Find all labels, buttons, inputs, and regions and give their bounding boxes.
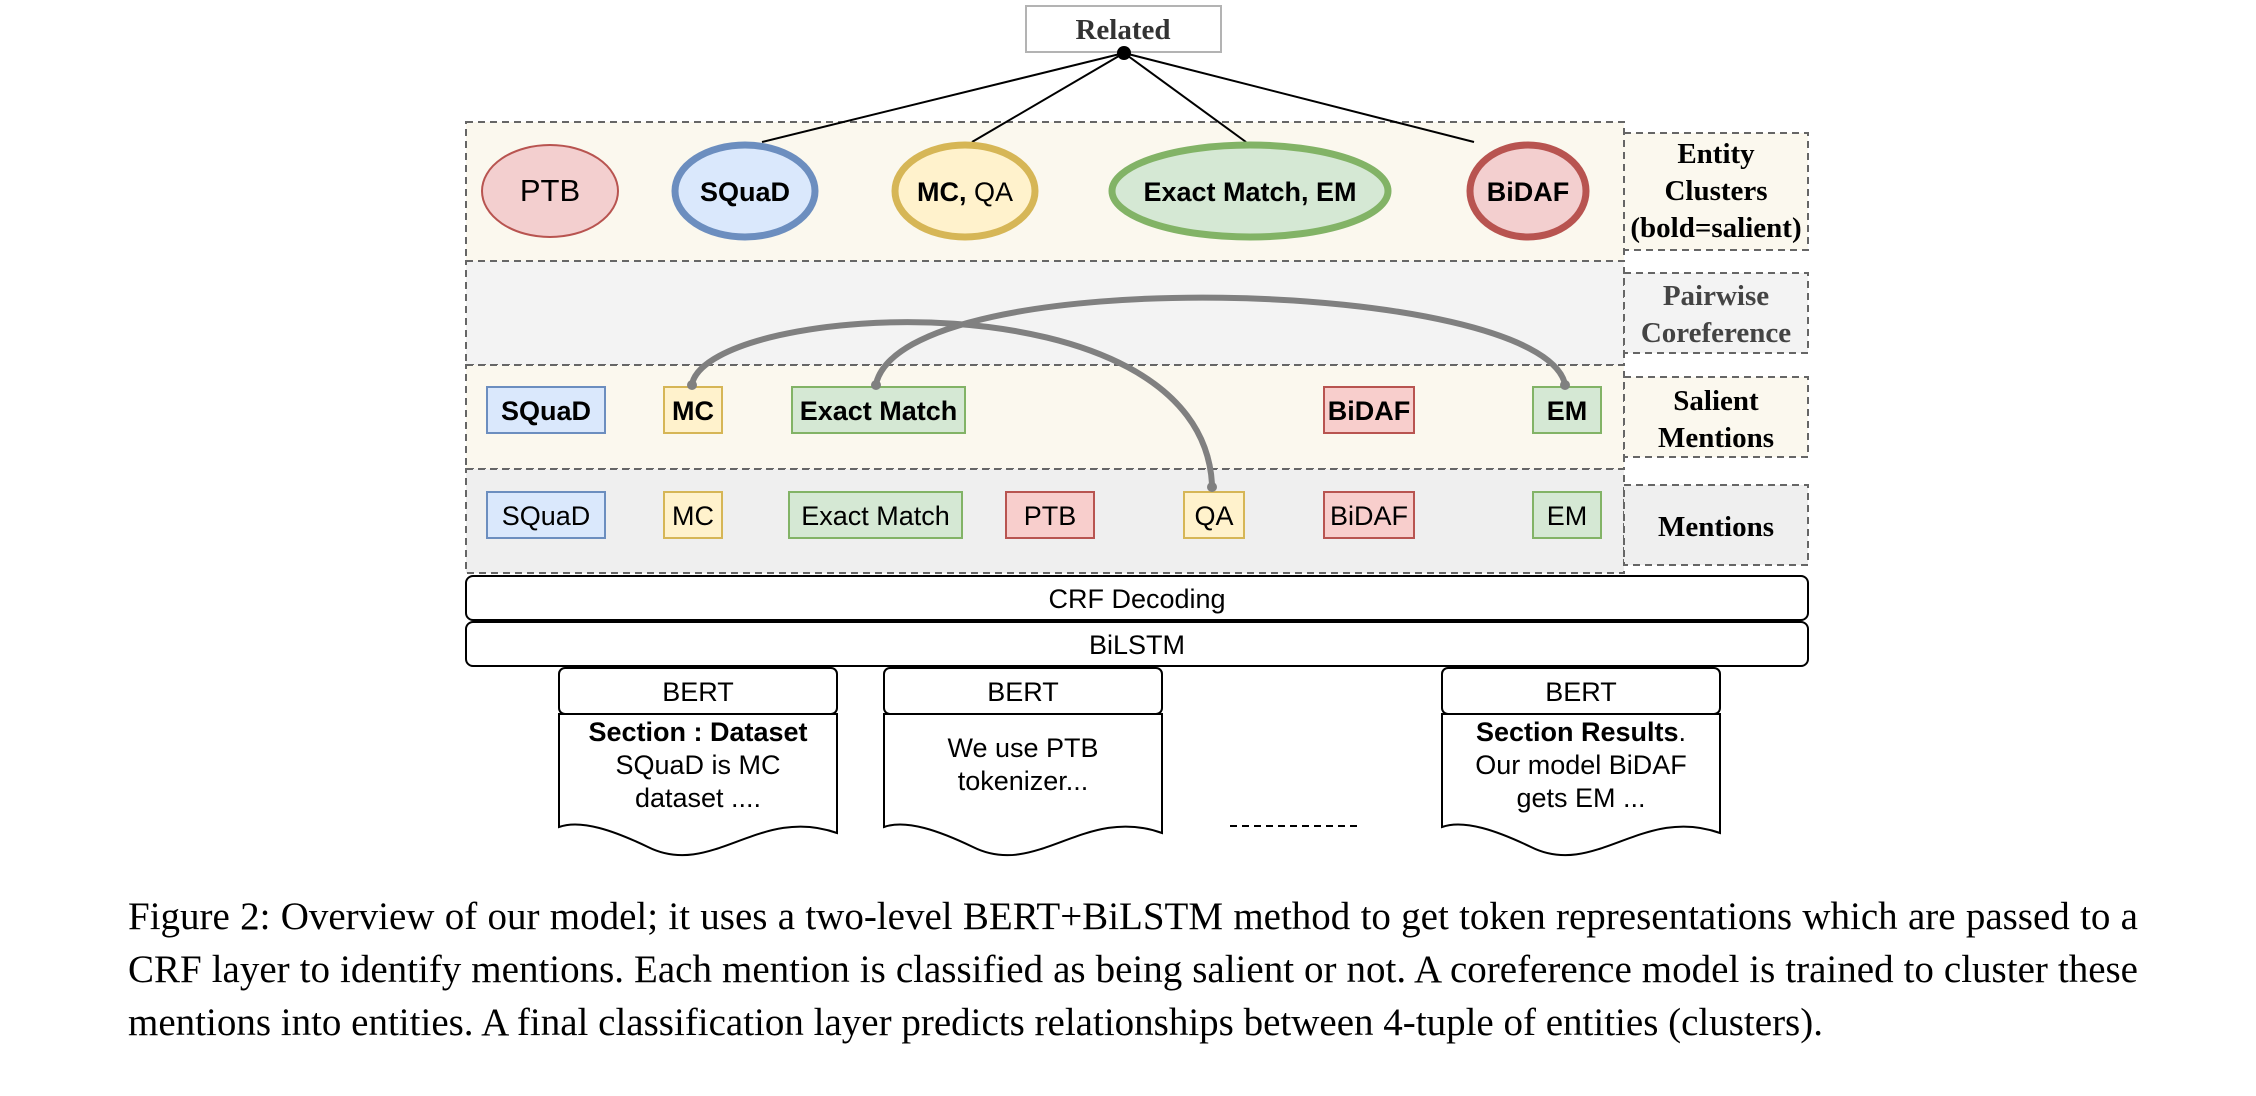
coref-anchor-em bbox=[1560, 380, 1570, 390]
salient-mention-label-3: BiDAF bbox=[1328, 396, 1411, 426]
related-label: Related bbox=[1075, 14, 1170, 46]
entity-cluster-0 bbox=[481, 144, 619, 238]
salient-mention-4 bbox=[1532, 386, 1602, 434]
related-junction-dot bbox=[1117, 46, 1131, 60]
label-pairwise-line2: Coreference bbox=[1641, 317, 1791, 349]
coref-arc-exactmatch-em bbox=[873, 294, 1568, 385]
salient-mention-1 bbox=[663, 386, 723, 434]
pairwise-band bbox=[465, 260, 1625, 366]
mention-5 bbox=[1323, 491, 1415, 539]
figure-caption: Figure 2: Overview of our model; it uses… bbox=[128, 895, 2138, 1044]
entity-cluster-3 bbox=[1108, 141, 1392, 241]
salient-mention-label-0: SQuaD bbox=[501, 396, 591, 426]
document-1 bbox=[883, 713, 1163, 857]
mention-0 bbox=[486, 491, 606, 539]
document-0 bbox=[558, 713, 838, 857]
entity-cluster-1 bbox=[671, 141, 819, 241]
salient-mention-label-4: EM bbox=[1547, 396, 1588, 426]
related-link-mcqa bbox=[971, 52, 1125, 143]
entity-clusters-band bbox=[465, 121, 1625, 262]
mention-label-6: EM bbox=[1547, 501, 1588, 531]
bert-encoder-label-1: BERT bbox=[987, 677, 1059, 707]
entity-cluster-4 bbox=[1466, 141, 1590, 241]
entity-cluster-label-2: MC, QA bbox=[917, 177, 1013, 207]
salient-mention-3 bbox=[1323, 386, 1415, 434]
mention-1 bbox=[663, 491, 723, 539]
mention-label-1: MC bbox=[672, 501, 714, 531]
label-entity-line2: Clusters bbox=[1664, 175, 1767, 207]
label-salient-line1: Salient bbox=[1673, 385, 1759, 417]
entity-cluster-label-1: SQuaD bbox=[700, 177, 790, 207]
entity-cluster-label-0: PTB bbox=[520, 173, 580, 208]
salient-band bbox=[465, 364, 1625, 470]
bilstm-layer-box bbox=[465, 621, 1809, 667]
related-link-exactmatch bbox=[1123, 52, 1247, 143]
mention-label-5: BiDAF bbox=[1330, 501, 1408, 531]
entity-cluster-2 bbox=[891, 141, 1039, 241]
label-box-entity bbox=[1623, 132, 1809, 251]
bert-encoder-box-0 bbox=[558, 667, 838, 715]
mention-4 bbox=[1183, 491, 1245, 539]
related-box bbox=[1025, 5, 1222, 53]
salient-mention-0 bbox=[486, 386, 606, 434]
crf-layer-label: CRF Decoding bbox=[1048, 584, 1225, 614]
label-box-mentions bbox=[1623, 484, 1809, 566]
crf-layer-box bbox=[465, 575, 1809, 621]
coref-anchor-mc bbox=[687, 380, 697, 390]
related-link-squad bbox=[761, 52, 1125, 143]
label-salient-line2: Mentions bbox=[1658, 422, 1774, 454]
label-entity-line1: Entity bbox=[1677, 138, 1755, 170]
related-link-bidaf bbox=[1123, 52, 1475, 143]
label-pairwise-line1: Pairwise bbox=[1663, 280, 1769, 312]
coref-anchor-exactmatch bbox=[871, 380, 881, 390]
mention-label-2: Exact Match bbox=[801, 501, 950, 531]
document-2 bbox=[1441, 713, 1721, 857]
salient-mention-label-2: Exact Match bbox=[800, 396, 958, 426]
bert-encoder-box-2 bbox=[1441, 667, 1721, 715]
coref-anchor-qa bbox=[1207, 482, 1217, 492]
label-box-pairwise bbox=[1623, 272, 1809, 354]
bert-encoder-box-1 bbox=[883, 667, 1163, 715]
salient-mention-label-1: MC bbox=[672, 396, 714, 426]
mention-6 bbox=[1532, 491, 1602, 539]
entity-cluster-label-4: BiDAF bbox=[1487, 177, 1570, 207]
label-entity-line3: (bold=salient) bbox=[1630, 212, 1801, 244]
mention-label-3: PTB bbox=[1024, 501, 1077, 531]
bilstm-layer-label: BiLSTM bbox=[1089, 630, 1185, 660]
label-mentions: Mentions bbox=[1658, 511, 1774, 543]
mention-label-0: SQuaD bbox=[502, 501, 591, 531]
label-box-salient bbox=[1623, 376, 1809, 458]
entity-cluster-label-3: Exact Match, EM bbox=[1143, 177, 1356, 207]
bert-encoder-label-0: BERT bbox=[662, 677, 734, 707]
mention-3 bbox=[1005, 491, 1095, 539]
bert-encoder-label-2: BERT bbox=[1545, 677, 1617, 707]
model-diagram: Entity Clusters (bold=salient) Pairwise … bbox=[465, 5, 1809, 857]
mention-label-4: QA bbox=[1194, 501, 1233, 531]
mention-2 bbox=[788, 491, 963, 539]
salient-mention-2 bbox=[791, 386, 966, 434]
